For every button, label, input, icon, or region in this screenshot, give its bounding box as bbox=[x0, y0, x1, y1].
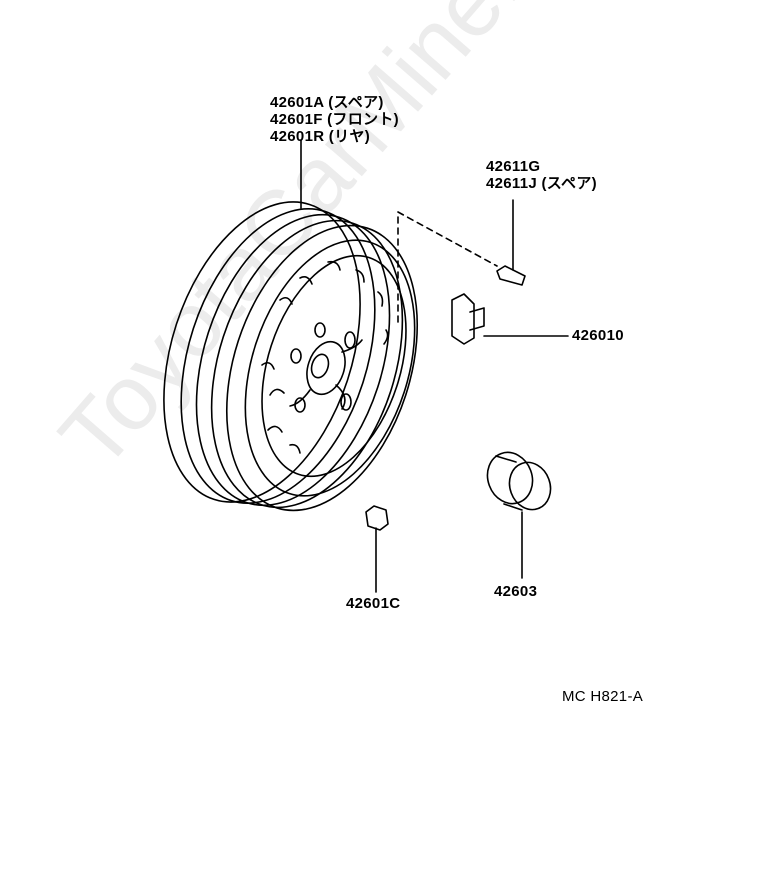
valve-part-spare: 42611J (スペア) bbox=[486, 175, 597, 192]
wheel-callout: 42601A (スペア) 42601F (フロント) 42601R (リヤ) bbox=[270, 94, 399, 145]
nut-part-number: 42601C bbox=[346, 595, 401, 612]
hub-cap-drawing bbox=[486, 451, 552, 579]
wheel-drawing bbox=[163, 201, 419, 512]
wheel-part-front: 42601F (フロント) bbox=[270, 111, 399, 128]
valve-part-std: 42611G bbox=[486, 158, 541, 175]
cap-part-number: 42603 bbox=[494, 583, 538, 600]
wheel-part-spare: 42601A (スペア) bbox=[270, 94, 384, 111]
balance-weight-drawing bbox=[451, 293, 569, 345]
wheel-part-rear: 42601R (リヤ) bbox=[270, 128, 371, 145]
hub-nut-drawing bbox=[365, 505, 389, 593]
valve-stem-drawing bbox=[496, 199, 526, 286]
diagram-code: MC H821-A bbox=[562, 688, 644, 705]
valve-callout: 42611G 42611J (スペア) bbox=[486, 158, 597, 192]
weight-part-number: 426010 bbox=[572, 327, 624, 344]
